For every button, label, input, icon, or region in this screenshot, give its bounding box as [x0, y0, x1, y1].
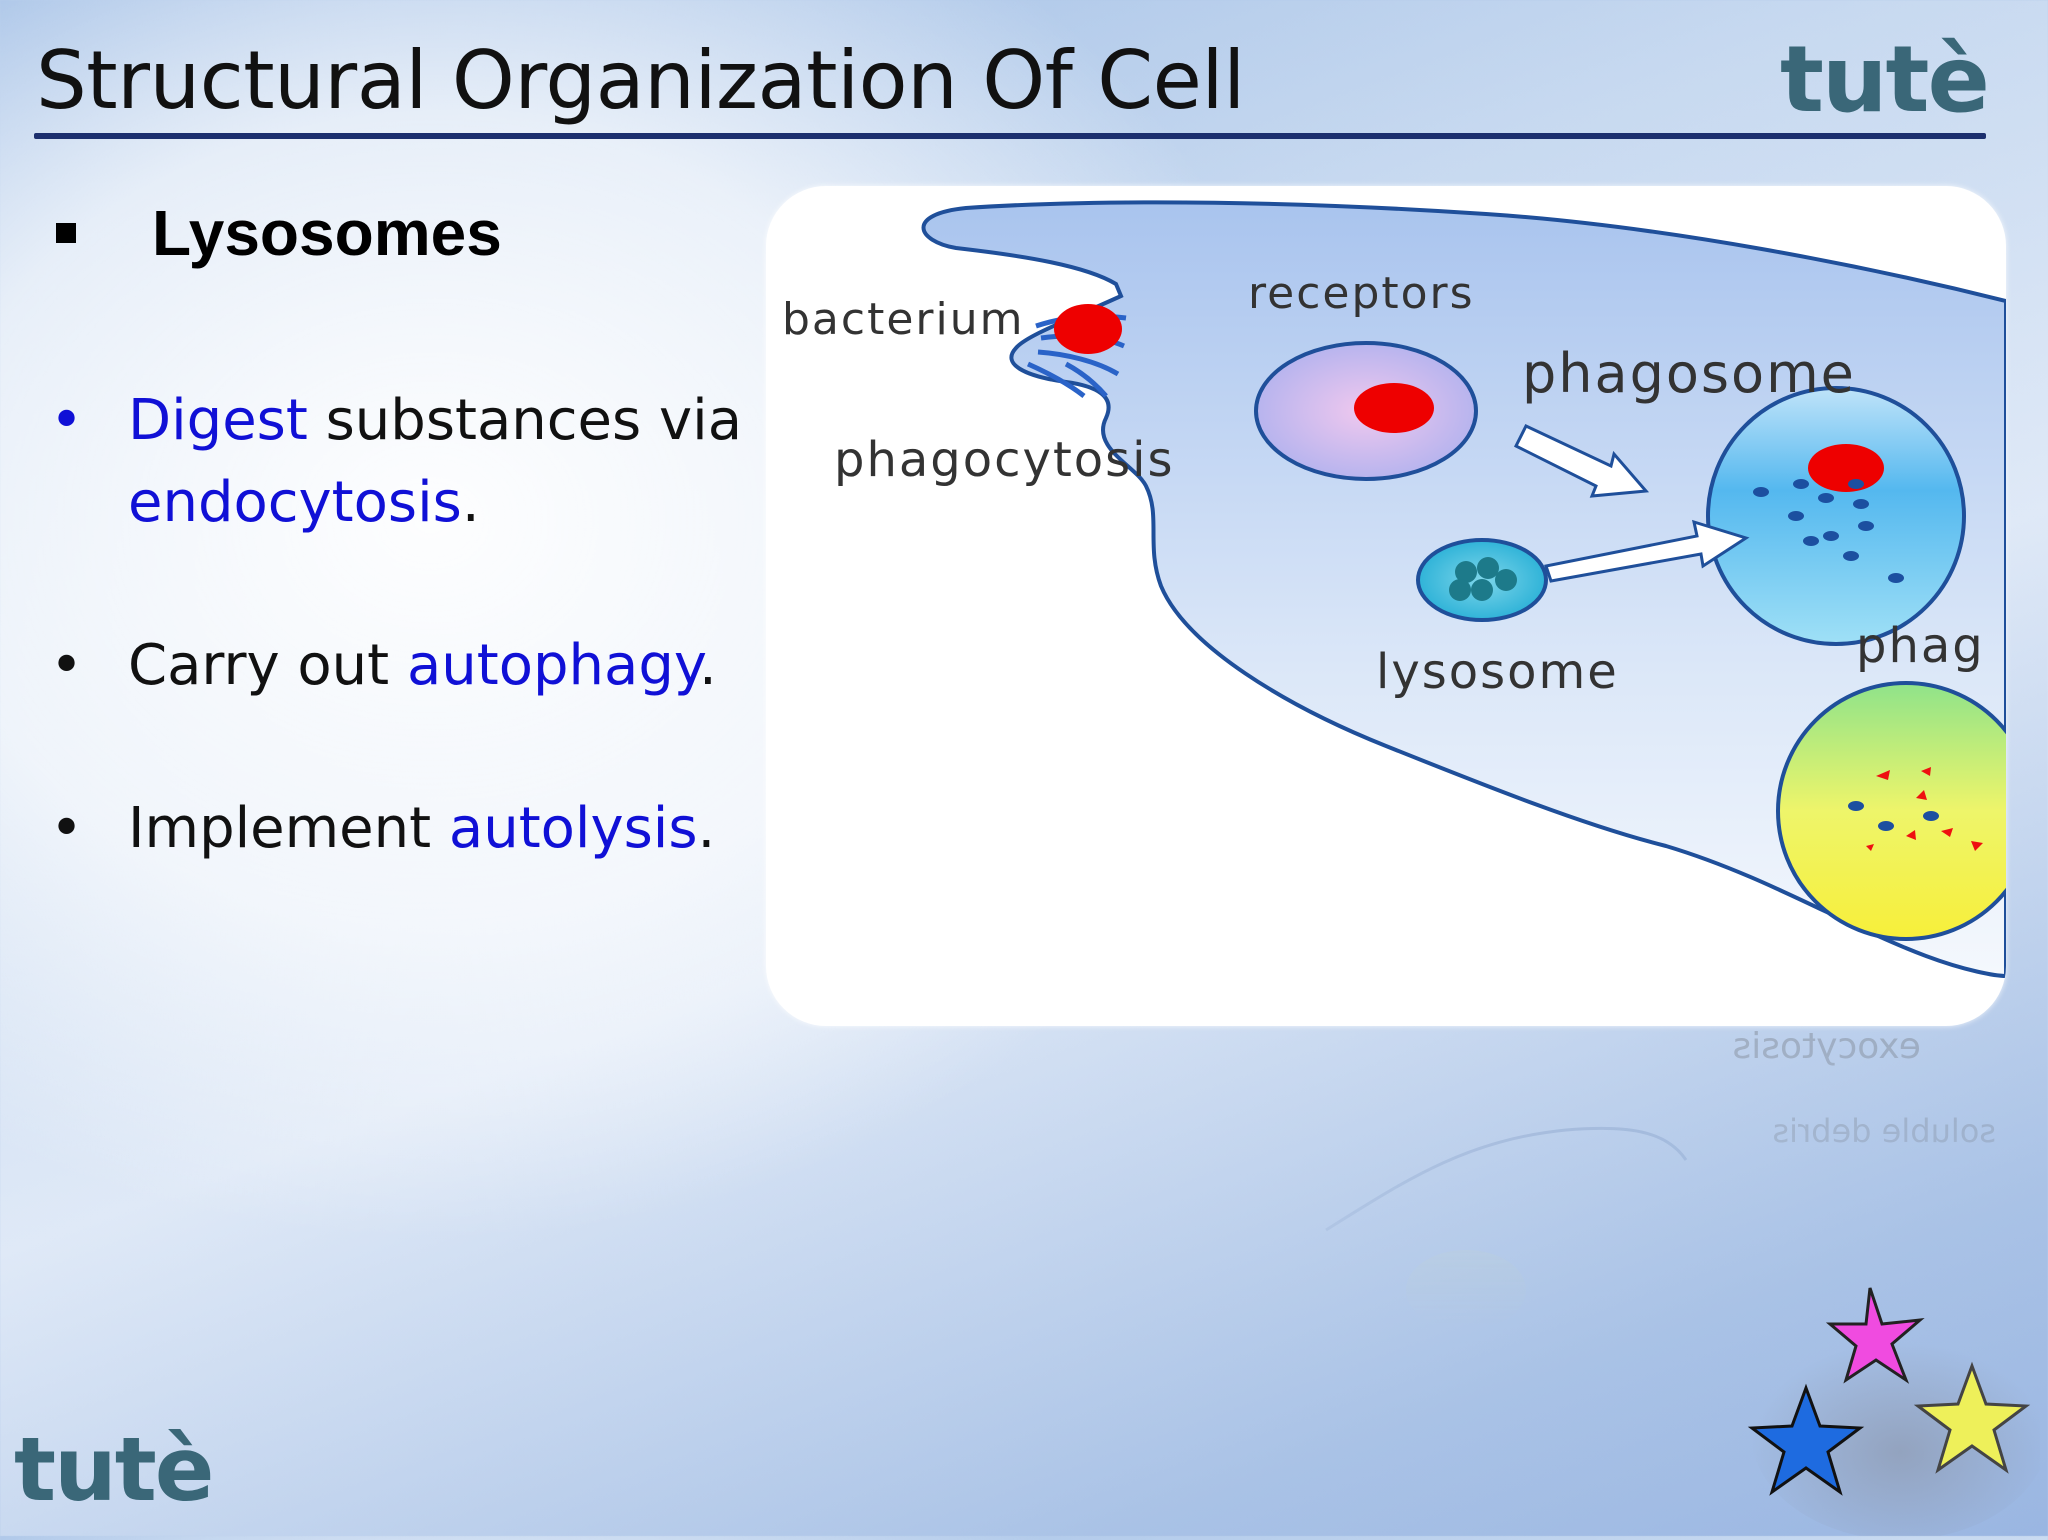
square-bullet-icon	[56, 223, 76, 243]
residual-body-icon	[1776, 681, 2006, 941]
phagocytosis-diagram: bacterium receptors phagosome phagocytos…	[766, 186, 2006, 1026]
section-heading: Lysosomes	[152, 197, 502, 269]
term-digest: Digest	[128, 388, 308, 453]
bullet-dot-icon: •	[50, 633, 84, 698]
text-implement: Implement	[128, 796, 449, 861]
label-phag-partial: phag	[1856, 618, 1985, 674]
reflected-label-exocytosis: exocytosis	[1733, 1030, 1922, 1067]
punctuation: .	[699, 633, 717, 698]
label-bacterium: bacterium	[782, 294, 1024, 345]
punctuation: .	[461, 470, 480, 535]
bullet-item-autophagy: • Carry out autophagy.	[50, 625, 717, 707]
arrow-icon	[1544, 519, 1750, 583]
decorative-stars-icon	[1740, 1280, 2048, 1540]
reflected-label-soluble-debris: soluble debris	[1772, 1112, 1996, 1150]
text-substances-via: substances via	[307, 388, 743, 453]
term-autophagy: autophagy	[406, 633, 700, 698]
title-underline	[34, 133, 1986, 139]
heading-row: Lysosomes	[56, 196, 502, 270]
term-endocytosis: endocytosis	[128, 470, 462, 535]
figure-reflection: exocytosis soluble debris	[766, 1030, 2006, 1330]
star-yellow-icon	[1913, 1361, 2031, 1474]
phagolysosome-icon	[1706, 386, 1966, 646]
reflected-membrane	[1325, 1126, 1688, 1232]
lysosome-icon	[1416, 538, 1548, 622]
star-pink-icon	[1825, 1287, 1925, 1384]
bullet-item-digest: • Digest substances via endocytosis.	[50, 380, 742, 544]
slide-title: Structural Organization Of Cell	[36, 34, 1245, 127]
reflected-residual-body	[1406, 1250, 1526, 1330]
bullet-dot-icon: •	[50, 796, 84, 861]
arrow-icon	[1513, 424, 1650, 498]
phagosome-icon	[1254, 341, 1478, 481]
star-blue-icon	[1747, 1383, 1865, 1496]
tute-logo-bottom: tutè	[14, 1418, 214, 1521]
label-phagosome: phagosome	[1522, 342, 1856, 405]
bacterium-icon	[1054, 304, 1122, 354]
punctuation: .	[697, 796, 716, 861]
label-lysosome: lysosome	[1376, 644, 1619, 700]
tute-logo-top: tutè	[1780, 26, 1990, 133]
bullet-item-autolysis: • Implement autolysis.	[50, 788, 715, 870]
label-phagocytosis: phagocytosis	[834, 432, 1174, 488]
bullet-dot-icon: •	[50, 388, 84, 453]
label-receptors: receptors	[1248, 268, 1475, 319]
text-carry-out: Carry out	[128, 633, 407, 698]
term-autolysis: autolysis	[448, 796, 698, 861]
